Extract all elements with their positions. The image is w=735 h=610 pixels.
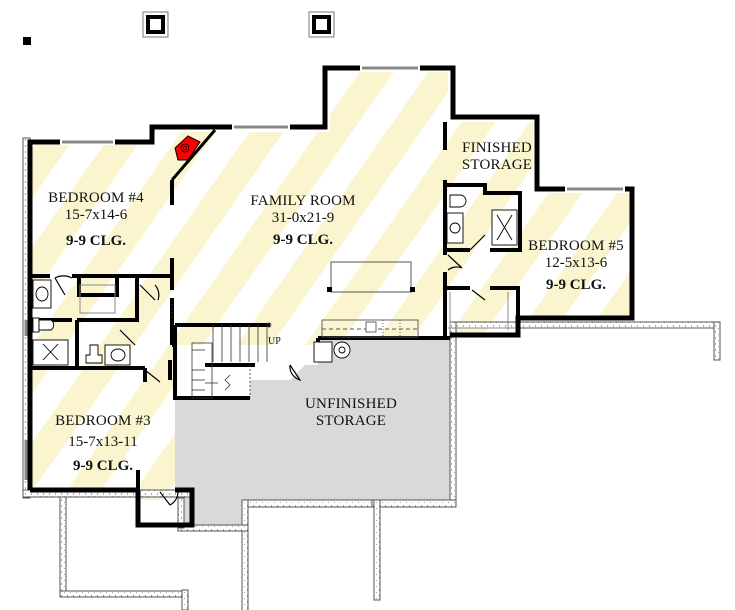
stair-up-label: UP — [268, 336, 281, 347]
coffee-table — [327, 261, 415, 293]
interior-walls — [30, 122, 522, 490]
staircase — [171, 300, 272, 399]
fireplace-icon — [170, 129, 217, 181]
closet-shelves — [79, 284, 516, 330]
column-left — [142, 11, 169, 38]
exterior-walls — [27, 65, 635, 528]
room-label-bedroom-5: BEDROOM #5 12-5x13-6 9-9 CLG. — [528, 238, 624, 293]
wet-bar — [321, 319, 419, 338]
windows — [24, 66, 623, 480]
unfinished-storage-area — [175, 338, 450, 525]
room-label-finished-storage: FINISHED STORAGE — [461, 140, 533, 174]
door-swings — [54, 234, 486, 506]
room-label-family-room: FAMILY ROOM 31-0x21-9 9-9 CLG. — [250, 193, 356, 248]
room-label-unfinished-storage: UNFINISHED STORAGE — [305, 396, 397, 430]
mechanical-equipment — [313, 341, 351, 363]
column-right — [308, 11, 335, 38]
bath-fixtures — [32, 194, 518, 366]
room-label-bedroom-4: BEDROOM #4 15-7x14-6 9-9 CLG. — [48, 190, 144, 249]
room-label-bedroom-3: BEDROOM #3 15-7x13-11 9-9 CLG. — [55, 413, 151, 474]
marker-square — [23, 37, 31, 45]
